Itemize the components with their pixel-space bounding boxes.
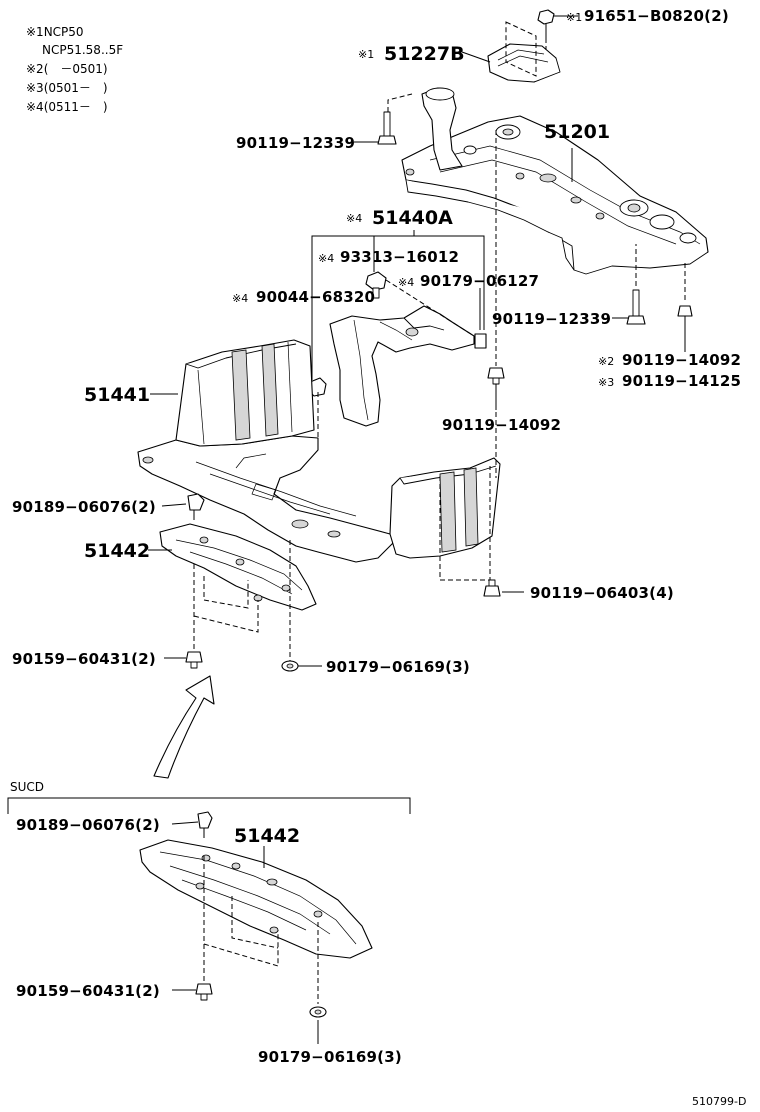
screw-90159-lower-drawing	[195, 983, 213, 1001]
clip-90179-06127-drawing	[474, 333, 487, 349]
mark-4-51440A: ※4	[346, 212, 362, 225]
note-4: ※3(0501－ )	[26, 81, 108, 95]
clip-90179-06169-upper-drawing	[281, 660, 299, 672]
mark-4-90179-06127: ※4	[398, 276, 414, 289]
note-5: ※4(0511－ )	[26, 100, 108, 114]
label-51201: 51201	[544, 121, 610, 143]
label-90044-68320: 90044−68320	[256, 288, 375, 306]
diagram-code: 510799-D	[692, 1095, 746, 1108]
nut-93313-16012-drawing	[365, 271, 387, 299]
label-93313-16012: 93313−16012	[340, 248, 459, 266]
label-51442-upper: 51442	[84, 540, 150, 562]
label-90119-12339-right: 90119−12339	[492, 310, 611, 328]
label-90119-06403: 90119−06403(4)	[530, 584, 674, 602]
bolt-90119-12339-left-drawing	[377, 111, 397, 145]
label-51441: 51441	[84, 384, 150, 406]
screw-90159-upper-drawing	[185, 651, 203, 669]
note-3: ※2( －0501)	[26, 62, 108, 76]
mark-3-90119-14125: ※3	[598, 376, 614, 389]
label-90119-14092-center: 90119−14092	[442, 416, 561, 434]
mark-1-bolt-91651: ※1	[566, 11, 582, 24]
bolt-90119-12339-right-drawing	[626, 289, 646, 325]
leader-lines	[148, 15, 686, 1044]
note-2: NCP51.58..5F	[42, 43, 123, 57]
clip-90189-lower-drawing	[197, 811, 213, 838]
label-90119-14092-right: 90119−14092	[622, 351, 741, 369]
shield-51440A-drawing	[329, 305, 475, 427]
bolt-91651-drawing	[537, 9, 555, 38]
up-arrow-icon	[153, 675, 215, 779]
mark-4-93313: ※4	[318, 252, 334, 265]
clip-90179-06169-lower-drawing	[309, 1006, 327, 1018]
sucd-section-bracket	[7, 797, 411, 814]
mark-2-90119-14092: ※2	[598, 355, 614, 368]
applicability-notes: ※1NCP50 NCP51.58..5F ※2( －0501) ※3(0501－…	[26, 25, 123, 114]
label-90179-06169-lower: 90179−06169(3)	[258, 1048, 402, 1066]
label-91651-B0820: 91651−B0820(2)	[584, 7, 729, 25]
label-90179-06169-upper: 90179−06169(3)	[326, 658, 470, 676]
ecu-bracket-51227B-drawing	[487, 43, 561, 83]
note-1: ※1NCP50	[26, 25, 84, 39]
plate-51442-upper-drawing	[159, 523, 317, 611]
label-90189-06076-upper: 90189−06076(2)	[12, 498, 156, 516]
label-51440A: 51440A	[372, 207, 453, 229]
clip-90189-upper-drawing	[187, 493, 205, 520]
label-90119-12339-top: 90119−12339	[236, 134, 355, 152]
under-cover-51441-drawing	[137, 339, 501, 563]
crossmember-51201-drawing	[401, 87, 709, 275]
bolt-90119-06403-drawing	[483, 579, 501, 597]
bolt-90119-14092-center-drawing	[487, 367, 505, 385]
part-labels: ※1 91651−B0820(2) ※1 51227B 90119−12339 …	[10, 7, 746, 1108]
plate-51442-lower-drawing	[139, 839, 373, 959]
label-90159-60431-upper: 90159−60431(2)	[12, 650, 156, 668]
label-90119-14125: 90119−14125	[622, 372, 741, 390]
label-51227B: 51227B	[384, 43, 465, 65]
section-label-sucd: SUCD	[10, 780, 44, 794]
label-51442-lower: 51442	[234, 825, 300, 847]
bolt-90119-14092-right-drawing	[677, 305, 693, 317]
label-90179-06127: 90179−06127	[420, 272, 539, 290]
mark-1-51227B: ※1	[358, 48, 374, 61]
label-90189-06076-lower: 90189−06076(2)	[16, 816, 160, 834]
label-90159-60431-lower: 90159−60431(2)	[16, 982, 160, 1000]
mark-4-90044: ※4	[232, 292, 248, 305]
